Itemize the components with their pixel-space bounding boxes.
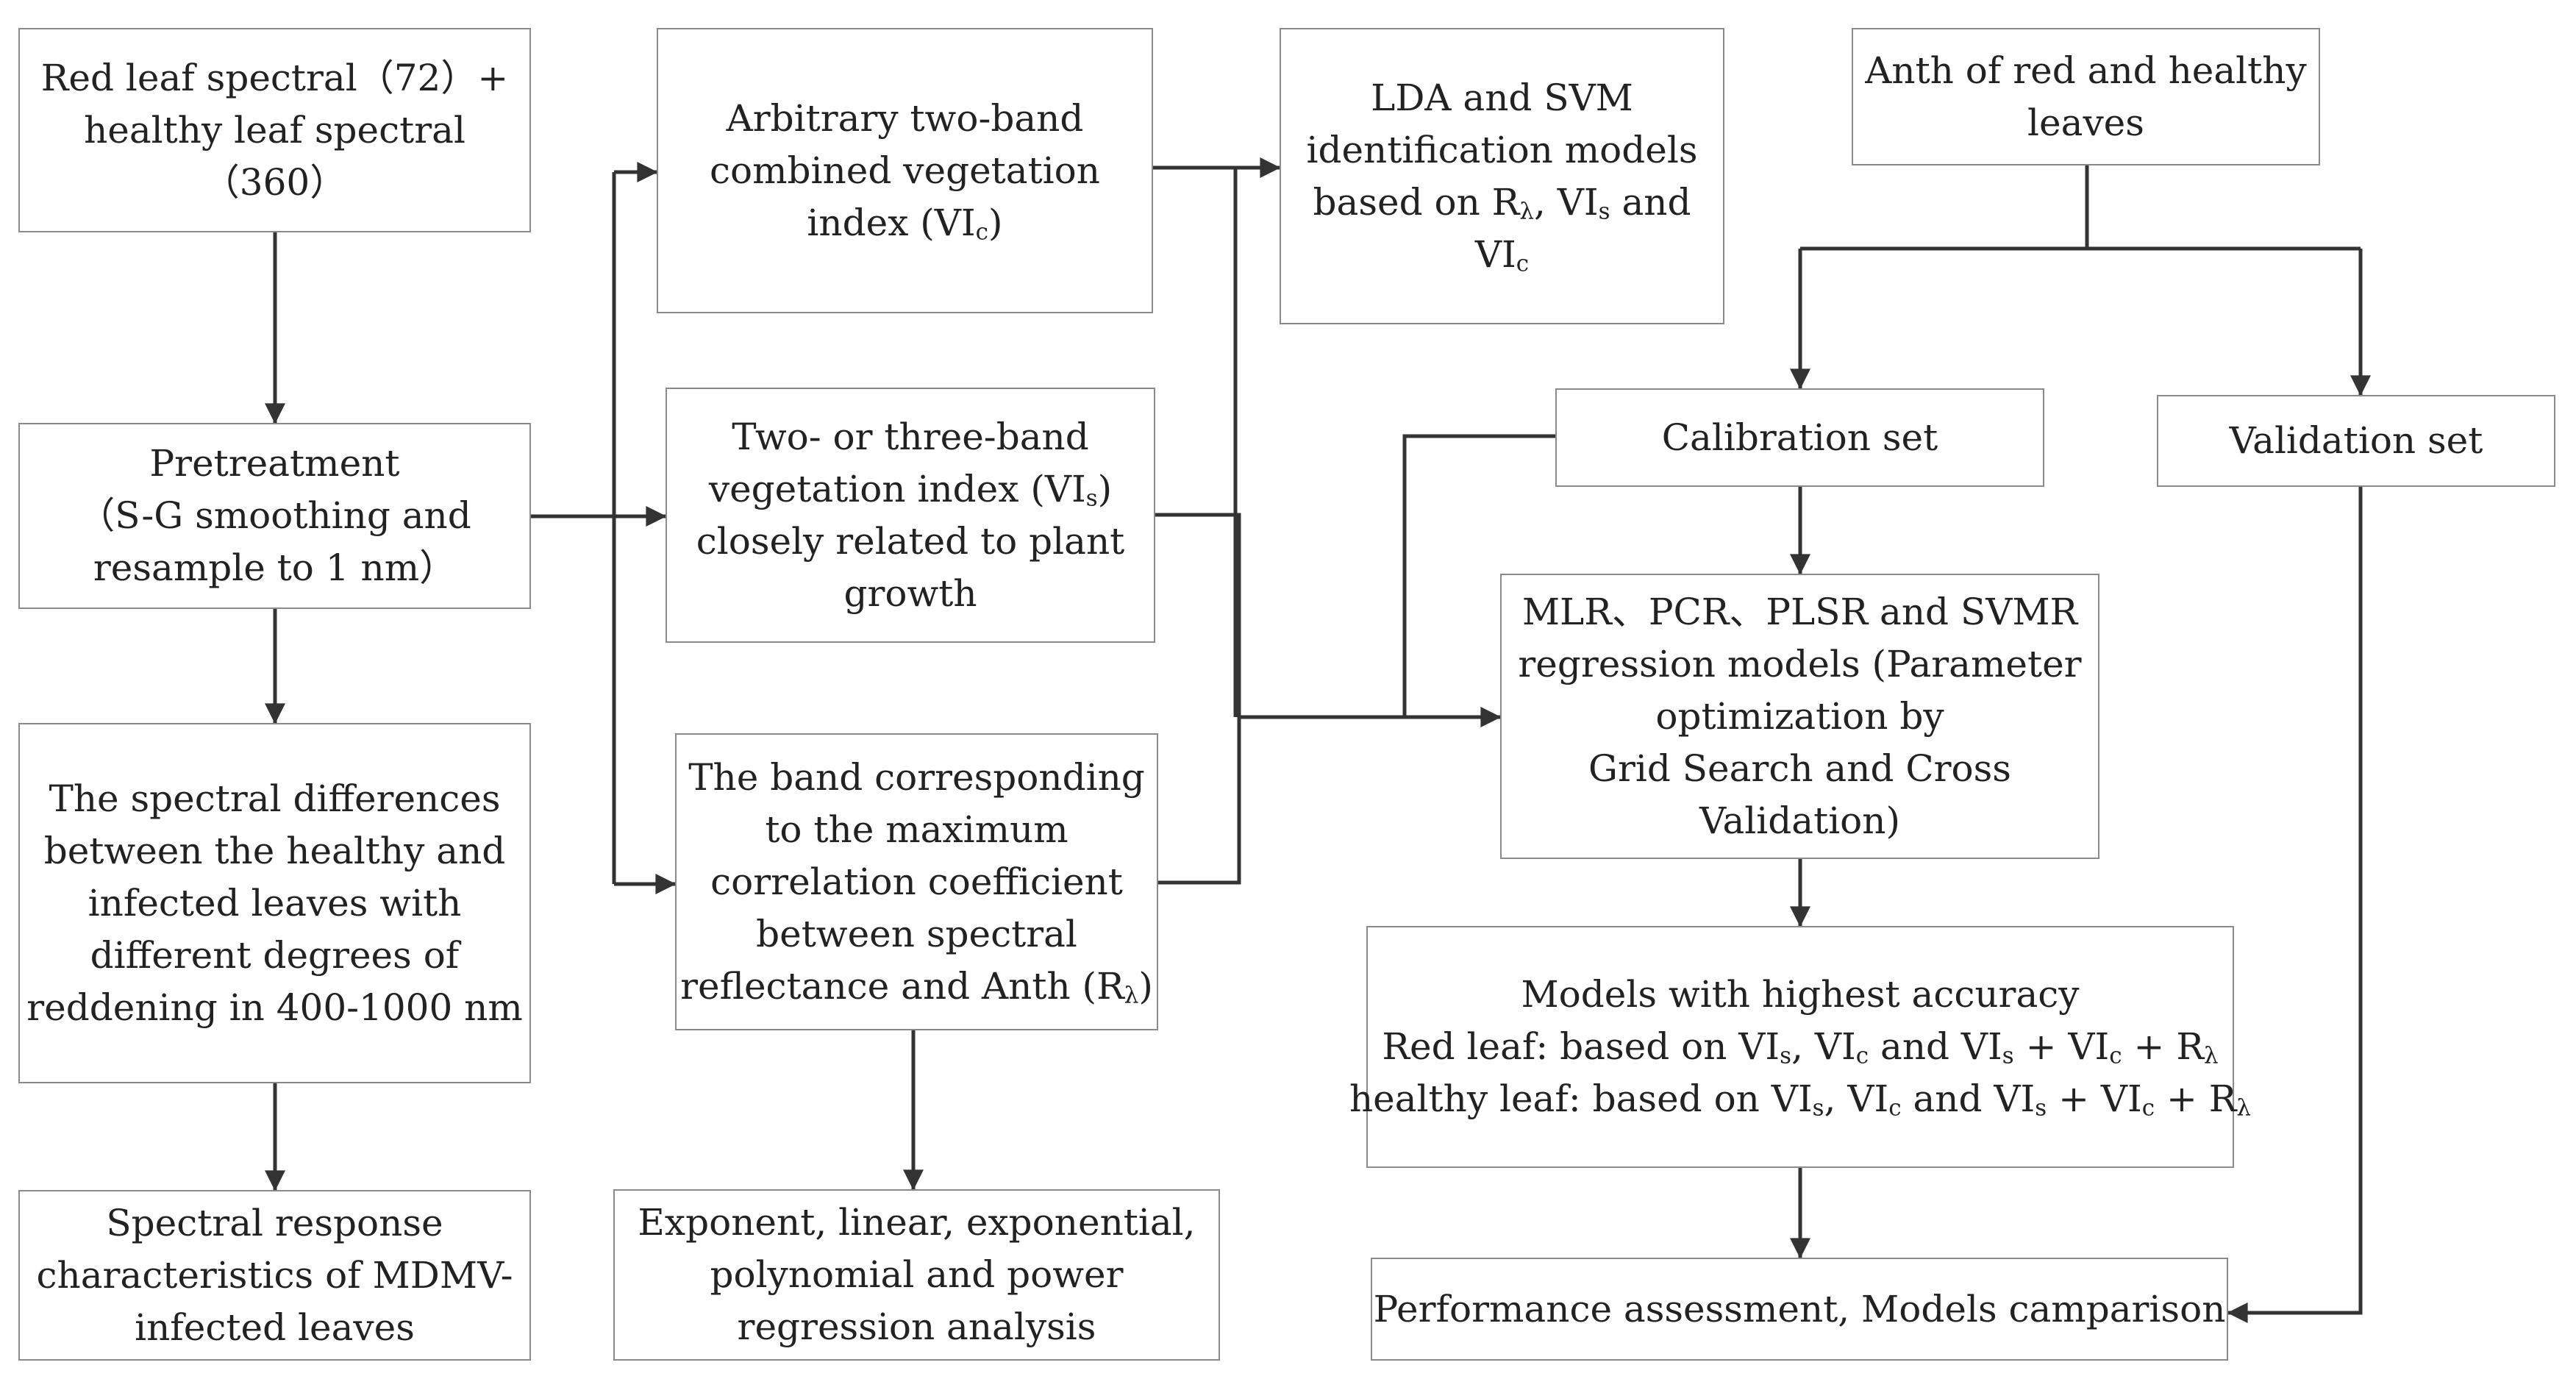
text-line: Validation) (1699, 799, 1900, 842)
text-line: （360） (202, 160, 347, 204)
text-line: combined vegetation (710, 149, 1100, 192)
text-line: index (VIc) (807, 201, 1003, 246)
text-line: regression models (Parameter (1518, 642, 2082, 685)
text-line: Pretreatment (149, 442, 400, 485)
text-line: characteristics of MDMV- (36, 1253, 513, 1297)
regression-analysis-text: Exponent, linear, exponential, polynomial… (638, 1197, 1195, 1353)
text-line: healthy leaf spectral (84, 108, 465, 152)
text-line: MLR、PCR、PLSR and SVMR (1521, 590, 2078, 633)
text-line: between the healthy and (43, 829, 506, 872)
text-line: based on Rλ, VIs and (1313, 180, 1691, 225)
anth-leaves-box: Anth of red and healthy leaves (1852, 28, 2320, 165)
text-line: Red leaf: based on VIs, VIc and VIs + VI… (1382, 1025, 2219, 1069)
calibration-set-box: Calibration set (1555, 388, 2044, 487)
red-healthy-spectral-box: Red leaf spectral（72）+ healthy leaf spect… (18, 28, 531, 232)
spectral-differences-box: The spectral differences between the heal… (18, 723, 531, 1083)
anth-leaves-text: Anth of red and healthy leaves (1865, 45, 2306, 149)
text-line: Exponent, linear, exponential, (638, 1201, 1196, 1244)
spectral-differences-text: The spectral differences between the heal… (26, 773, 523, 1034)
regression-models-box: MLR、PCR、PLSR and SVMR regression models (… (1500, 574, 2099, 859)
text-line: polynomial and power (710, 1253, 1124, 1296)
spectral-response-text: Spectral response characteristics of MDMV… (37, 1197, 513, 1354)
lda-svm-box: LDA and SVM identification models based on… (1280, 28, 1724, 324)
text-line: vegetation index (VIs) (708, 467, 1113, 512)
arrow-validation-to-performance (2227, 487, 2363, 1323)
regression-models-text: MLR、PCR、PLSR and SVMR regression models (… (1518, 586, 2081, 847)
text-line: reflectance and Anth (Rλ) (680, 964, 1153, 1009)
text-line: Validation set (2229, 419, 2483, 462)
performance-assessment-text: Performance assessment, Models campariso… (1374, 1283, 2226, 1336)
text-line: healthy leaf: based on VIs, VIc and VIs … (1349, 1077, 2252, 1122)
max-correlation-band-box: The band corresponding to the maximum corr… (675, 733, 1158, 1030)
text-line: identification models (1306, 128, 1698, 171)
text-line: reddening in 400-1000 nm (26, 986, 523, 1029)
connector-calibration-to-bus (1402, 434, 1555, 717)
text-line: leaves (2027, 101, 2144, 144)
text-line: infected leaves (135, 1305, 415, 1349)
spectral-response-box: Spectral response characteristics of MDMV… (18, 1190, 531, 1361)
arbitrary-vi-box: Arbitrary two-band combined vegetation ind… (657, 28, 1153, 313)
text-line: Models with highest accuracy (1521, 973, 2080, 1016)
text-line: to the maximum (765, 808, 1068, 851)
text-line: regression analysis (737, 1305, 1096, 1348)
text-line: between spectral (756, 912, 1077, 955)
text-line: closely related to plant (696, 519, 1125, 563)
text-line: Grid Search and Cross (1588, 746, 2011, 790)
text-line: Performance assessment, Models campariso… (1373, 1287, 2226, 1330)
pretreatment-text: Pretreatment （S-G smoothing and resample t… (78, 438, 471, 594)
connector-max-correlation-to-bus (1158, 717, 1241, 885)
red-healthy-spectral-text: Red leaf spectral（72）+ healthy leaf spect… (41, 52, 509, 209)
pretreatment-box: Pretreatment （S-G smoothing and resample t… (18, 423, 531, 609)
text-line: The spectral differences (49, 777, 501, 820)
text-line: resample to 1 nm） (93, 546, 457, 589)
text-line: （S-G smoothing and (78, 494, 471, 537)
text-line: Two- or three-band (732, 415, 1089, 458)
text-line: Red leaf spectral（72）+ (40, 56, 509, 99)
validation-set-text: Validation set (2230, 415, 2483, 467)
text-line: VIc (1474, 232, 1530, 277)
text-line: Arbitrary two-band (726, 96, 1084, 140)
text-line: Calibration set (1661, 416, 1938, 459)
two-three-band-vi-text: Two- or three-band vegetation index (VIs)… (696, 411, 1125, 620)
text-line: correlation coefficient (710, 860, 1123, 903)
text-line: optimization by (1655, 694, 1944, 738)
performance-assessment-box: Performance assessment, Models campariso… (1371, 1258, 2228, 1361)
text-line: infected leaves with (88, 881, 462, 924)
connector-two-three-band-to-bus (1155, 513, 1241, 717)
text-line: different degrees of (90, 933, 460, 977)
two-three-band-vi-box: Two- or three-band vegetation index (VIs)… (666, 388, 1155, 643)
validation-set-box: Validation set (2157, 395, 2555, 487)
calibration-set-text: Calibration set (1662, 412, 1938, 464)
lda-svm-text: LDA and SVM identification models based on… (1306, 72, 1697, 281)
text-line: The band corresponding (688, 755, 1145, 799)
max-correlation-band-text: The band corresponding to the maximum corr… (680, 752, 1153, 1013)
text-line: Anth of red and healthy (1865, 49, 2307, 92)
text-line: growth (843, 571, 977, 615)
text-line: Spectral response (106, 1201, 443, 1244)
text-line: LDA and SVM (1371, 76, 1633, 119)
arbitrary-vi-text: Arbitrary two-band combined vegetation ind… (710, 93, 1100, 249)
regression-analysis-box: Exponent, linear, exponential, polynomial… (613, 1189, 1220, 1361)
